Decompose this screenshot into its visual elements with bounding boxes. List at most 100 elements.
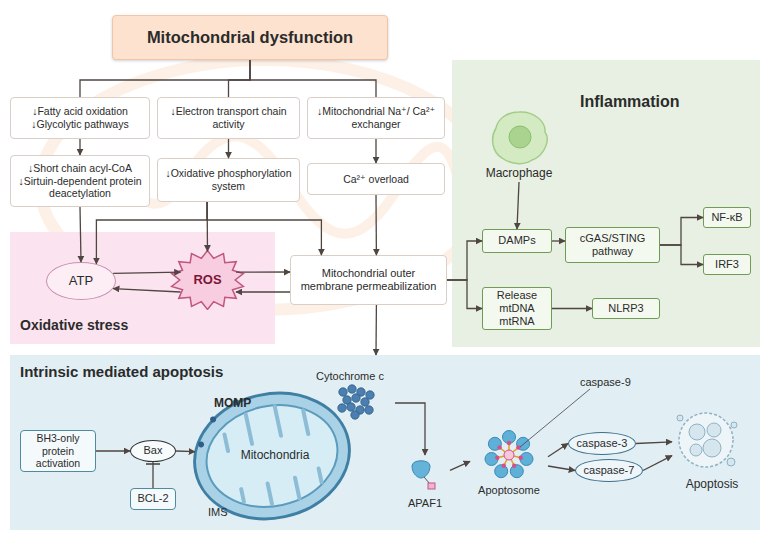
spoke [501,455,509,471]
node-text: IRF3 [715,258,739,271]
connector-arrow [552,240,565,241]
process-box: ↓Mitochondrial Na⁺/ Ca²⁺ exchanger [307,97,445,139]
connector-arrow [152,462,153,488]
connector-arrow [113,272,180,273]
apaf1-protein: APAF1 [400,455,450,512]
process-box: DAMPs [482,229,552,253]
connector-arrow [395,403,425,455]
ros-starburst: ROS [170,250,245,310]
outer-membrane [183,379,361,533]
spoke [509,455,517,471]
node-text: NLRP3 [608,302,643,315]
connector-arrow [375,305,377,355]
connector-arrow [447,241,482,280]
caspase9-dot [502,464,506,468]
connector-arrow [517,182,519,229]
apaf1-unit [517,437,530,450]
apoptosome-illustration [485,431,533,478]
apoptotic-fragment [677,415,683,421]
cytochrome-dot [351,411,359,419]
connector-arrow [548,466,575,471]
node-text: Bax [144,444,163,457]
process-box: Release mtDNA mtRNA [482,287,552,330]
connector-arrow [236,271,290,273]
node-text: ↓Short chain acyl-CoA ↓Sirtuin-dependent… [16,162,144,200]
node-text: ↓Electron transport chain activity [163,105,294,130]
node-text: DAMPs [498,234,535,247]
inflammation-panel: InflammationMacrophageDAMPscGAS/STING pa… [452,60,760,347]
connector-arrow [113,289,180,292]
node-text: ROS [193,272,221,288]
connector-arrow [250,60,376,97]
atp-ellipse: ATP [46,262,116,300]
connector-arrow [375,195,377,255]
macrophage-body [493,112,548,164]
protein-ellipse: Bax [130,440,176,462]
spoke [495,444,509,455]
process-box: ↓Oxidative phosphorylation system [157,158,300,202]
caspase-ellipse: caspase-3 [568,432,636,455]
inhibition-bar [146,463,160,465]
process-box: IRF3 [703,254,751,275]
cytochrome-dot [361,398,369,406]
cytochrome-c-cluster [338,385,374,419]
cytochrome-dot [338,404,346,412]
node-text: IMS [208,506,248,519]
inner-membrane [197,393,347,518]
node-text: caspase-3 [577,437,628,450]
node-text: Cytochrome c [305,370,395,383]
bax-pore [198,441,205,448]
connector-arrow [96,202,207,264]
node-text: caspase-7 [584,464,635,477]
cytochrome-dot [356,406,364,414]
node-text: Ca²⁺ overload [343,173,409,186]
mitochondrion: MOMPMitochondriaIMS [190,385,355,527]
caspase9-dot [495,456,499,460]
connector-arrow [206,202,208,251]
cytochrome-dot [352,394,360,402]
connector-arrow [450,461,470,470]
cytochrome-dot [348,385,356,393]
leader-line [520,389,590,447]
connector-arrow [228,139,229,158]
process-box: NF-κB [703,207,751,228]
cause-box: Mitochondrial dysfunction [112,15,388,60]
apaf1-unit [495,465,508,478]
apoptotic-cell: Apoptosis [672,405,752,497]
node-text: Release mtDNA mtRNA [486,289,548,329]
cytochrome-dot [343,396,351,404]
bax-pore [232,399,239,406]
connector-arrow [80,207,81,262]
cytochrome-dot [357,388,365,396]
node-text: Oxidative stress [20,317,190,334]
process-box: BH3-only protein activation [20,430,96,472]
oxidative-stress-band: Oxidative stress ATP ROS [10,232,275,344]
spoke [492,455,510,459]
starburst-shape [172,251,244,310]
macrophage-nucleus [509,126,531,148]
apoptotic-fragment [731,422,737,428]
node-text: ATP [69,273,93,289]
cytochrome-dot [339,388,347,396]
cytochrome-dot [366,391,374,399]
protein-box: BCL-2 [130,488,176,510]
apoptosome-hub [504,450,514,460]
node-text: Macrophage [478,166,560,180]
connector-arrow [643,456,672,471]
bax-pore [210,416,217,423]
cytochrome-c: Cytochrome c [305,370,395,425]
apoptotic-body [703,439,721,457]
apoptotic-fragment [727,458,735,466]
node-text: ↓Fatty acid oxidation ↓Glycolytic pathwa… [16,105,144,130]
node-text: Mitochondria [225,448,325,462]
node-text: BH3-only protein activation [24,432,92,470]
cytochrome-dot [365,406,373,414]
connector-arrow [660,218,703,246]
node-text: Apoptosome [464,484,554,497]
node-text: BCL-2 [137,492,168,505]
apaf1-domain [412,461,430,478]
apaf1-card [428,483,435,489]
connector-arrow [375,139,376,163]
connector-arrow [660,245,703,265]
